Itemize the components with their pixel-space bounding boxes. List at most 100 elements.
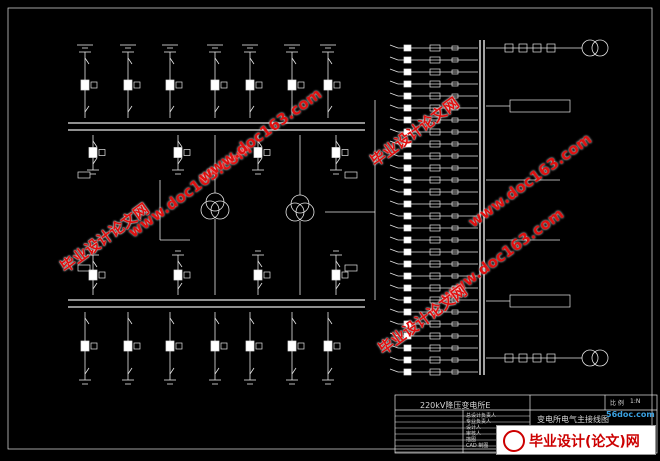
feeder-ct [429,44,441,52]
feeder-breaker [403,104,412,112]
feeder-end [389,248,399,253]
feeder-end [389,80,399,85]
disconnector-symbol [177,282,183,290]
feeder-end [389,284,399,289]
lower-110kv-section [68,250,365,385]
transformer-winding [285,202,305,222]
disconnector-symbol [214,317,220,325]
aux-device [504,43,514,53]
feeder-ct [429,128,441,136]
feeder-switch [451,261,459,267]
feeder-ct [429,236,441,244]
feeder-breaker [403,164,412,172]
feeder-breaker [403,56,412,64]
feeder-breaker [403,260,412,268]
feeder-end [389,140,399,145]
disconnector-symbol [335,282,341,290]
pt-box-left [77,171,91,179]
disconnector-symbol [169,367,175,375]
breaker-symbol [80,79,90,91]
ct-symbol [297,81,305,89]
disconnector-symbol [84,317,90,325]
feeder-breaker [403,356,412,364]
feeder-end [389,212,399,217]
breaker-symbol [287,340,297,352]
disconnector-symbol [327,367,333,375]
logo-icon [503,430,525,452]
feeder-ct [429,224,441,232]
disconnector-symbol [335,140,341,148]
station-transformer [591,349,609,367]
scale-label: 比 例 [610,400,624,407]
feeder-ct [429,92,441,100]
breaker-symbol [245,340,255,352]
breaker-symbol [331,147,341,158]
breaker-symbol [88,269,98,281]
feeder-ct [429,320,441,328]
breaker-symbol [210,79,220,91]
feeder-breaker [403,128,412,136]
feeder-end [389,236,399,241]
disconnector-symbol [92,157,98,165]
disconnector-symbol [249,57,255,65]
feeder-switch [451,213,459,219]
feeder-breaker [403,140,412,148]
disconnector-symbol [327,105,333,113]
feeder-switch [451,321,459,327]
disconnector-symbol [127,367,133,375]
ct-symbol [98,149,106,156]
disconnector-symbol [249,367,255,375]
feeder-switch [451,357,459,363]
feeder-ct [429,140,441,148]
feeder-end [389,188,399,193]
breaker-symbol [210,340,220,352]
feeder-breaker [403,212,412,220]
ct-symbol [98,271,106,279]
feeder-ct [429,272,441,280]
feeder-switch [451,141,459,147]
title-row-2: 专业负责人 [466,419,492,425]
feeder-ct [429,200,441,208]
scale-value: 1:N [630,398,641,405]
feeder-end [389,200,399,205]
feeder-breaker [403,368,412,376]
breaker-symbol [165,340,175,352]
disconnector-symbol [249,105,255,113]
feeder-switch [451,297,459,303]
ct-symbol [297,342,305,350]
title-row-5: 描图 [466,437,477,443]
feeder-breaker [403,44,412,52]
feeder-end [389,68,399,73]
feeder-breaker [403,236,412,244]
feeder-end [389,116,399,121]
feeder-switch [451,285,459,291]
disconnector-symbol [257,140,263,148]
feeder-end [389,308,399,313]
feeder-ct [429,152,441,160]
feeder-end [389,56,399,61]
project-title: 220kV降压变电所E [420,401,491,410]
feeder-switch [451,93,459,99]
aux-device [546,43,556,53]
station-transformer [581,39,599,57]
breaker-symbol [88,147,98,158]
breaker-symbol [287,79,297,91]
breaker-symbol [245,79,255,91]
disconnector-symbol [127,57,133,65]
feeder-ct [429,248,441,256]
ct-symbol [183,149,191,156]
main-transformers [159,100,376,300]
feeder-ct [429,116,441,124]
feeder-ct [429,284,441,292]
disconnector-symbol [92,260,98,268]
ct-symbol [175,81,183,89]
feeder-ct [429,56,441,64]
feeder-breaker [403,344,412,352]
feeder-ct [429,164,441,172]
title-row-6: CAD 制图 [466,443,489,449]
aux-device [518,43,528,53]
disconnector-symbol [291,317,297,325]
feeder-switch [451,117,459,123]
ct-symbol [220,342,228,350]
